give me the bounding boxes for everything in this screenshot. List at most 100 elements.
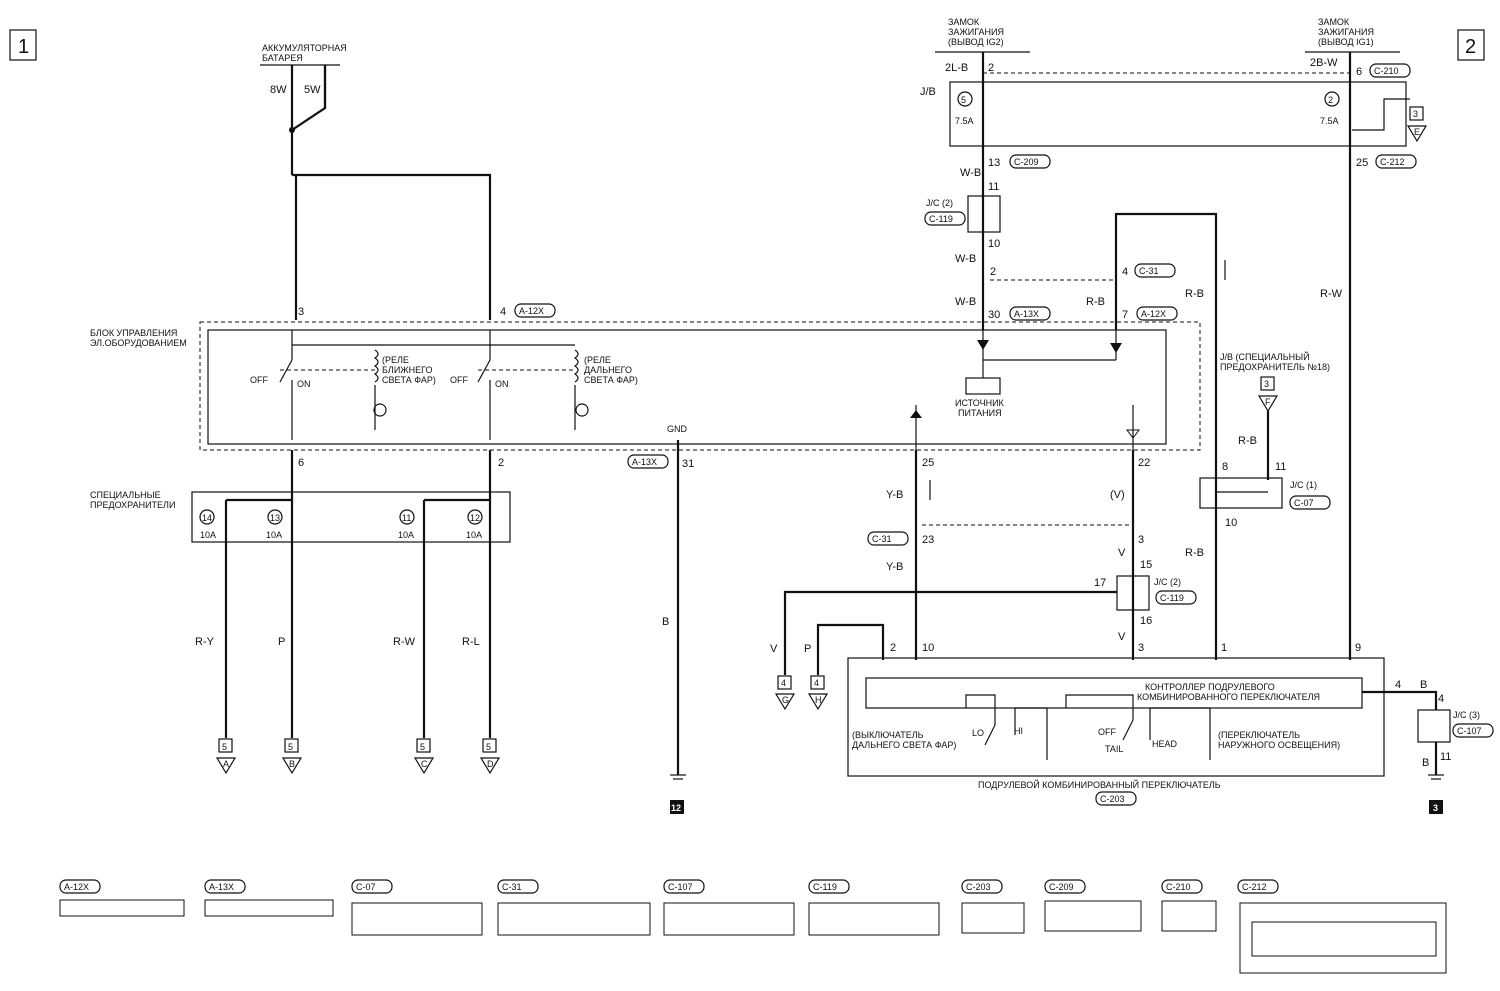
pinout-c209-label: C-209	[1049, 882, 1074, 892]
pinout-c119-label: C-119	[813, 882, 837, 892]
pin-15: 15	[1140, 559, 1152, 571]
connector-a13x-gnd-badge	[627, 454, 669, 469]
pinout-c107-label: C-107	[668, 882, 693, 892]
ref-a-letter: A	[223, 759, 229, 769]
ig2-label-2: ЗАЖИГАНИЯ	[948, 27, 1004, 37]
ref-d-letter: D	[487, 759, 494, 769]
ref-a-box	[218, 738, 233, 753]
pinout-c210-label: C-210	[1166, 882, 1191, 892]
wire-2bw: 2B-W	[1310, 57, 1338, 69]
ref-f-box	[1260, 376, 1275, 391]
jc1-box	[1199, 477, 1283, 509]
battery-to-pin4	[292, 173, 492, 320]
pin-2-c31: 2	[990, 266, 996, 278]
ref-c: 5 C	[413, 738, 435, 775]
pinout-c212: C-212	[1237, 879, 1447, 974]
ref-b-num: 5	[288, 742, 293, 752]
pin-11-jc1: 11	[1275, 461, 1286, 473]
fuse-5-rating: 7.5A	[955, 116, 974, 126]
connector-a12x-right-badge	[1136, 306, 1178, 321]
pin-13: 13	[988, 157, 1000, 169]
wire-b-jc3: B	[1422, 757, 1429, 769]
sw1-blade	[279, 359, 293, 383]
relay-low-label-2: БЛИЖНЕГО	[382, 365, 432, 375]
pinout-c31-label: C-31	[502, 882, 522, 892]
control-unit-label-1: БЛОК УПРАВЛЕНИЯ	[90, 328, 177, 338]
sw2-off: OFF	[450, 375, 468, 385]
fuse-2-rating: 7.5A	[1320, 116, 1339, 126]
pinout-c07-label: C-07	[356, 882, 376, 892]
pinout-c107: C-107	[663, 879, 795, 936]
pin-10-jc1: 10	[1225, 517, 1237, 529]
connector-c31-top: C-31	[1139, 266, 1159, 276]
connector-c119-mid-badge	[1155, 590, 1197, 605]
ref-b-box	[284, 738, 299, 753]
ref-e-letter: E	[1414, 127, 1420, 137]
wire-rb-4: R-B	[1185, 547, 1204, 559]
wire-yb-1: Y-B	[886, 489, 903, 501]
wire-rb-3: R-B	[1238, 435, 1257, 447]
ground-ref-12: 12	[671, 803, 681, 813]
control-unit-label-2: ЭЛ.ОБОРУДОВАНИЕМ	[90, 338, 187, 348]
ref-b-triangle	[281, 757, 303, 775]
jb-ref-e-wire	[1352, 98, 1410, 131]
wire-v-branch-label: V	[770, 643, 778, 655]
hi-label: HI	[1014, 726, 1023, 736]
pinout-c07-body	[351, 902, 483, 936]
pinout-c07-badge	[351, 879, 393, 894]
high-beam-return	[1014, 707, 1048, 760]
wire-v-paren: (V)	[1110, 489, 1125, 501]
ref-h-triangle	[807, 693, 829, 711]
pin-4-top: 4	[500, 306, 506, 318]
pin-3-top: 3	[298, 306, 304, 318]
fuse-11-num: 11	[402, 513, 411, 523]
pinout-c209-body	[1044, 900, 1142, 932]
pinout-c107-badge	[663, 879, 705, 894]
pin-1-combo: 1	[1221, 642, 1227, 654]
lo-label: LO	[972, 728, 984, 738]
connector-c119-top: C-119	[929, 214, 953, 224]
pinout-a13x: A-13X	[204, 879, 334, 917]
jc3-label: J/C (3)	[1453, 710, 1480, 720]
sw2-on: ON	[495, 379, 509, 389]
fuse-5-badge	[957, 91, 973, 107]
ig2-label-3: (ВЫВОД IG2)	[948, 37, 1004, 47]
pin-30: 30	[988, 309, 1000, 321]
pin-4-jc3: 4	[1438, 693, 1444, 705]
connector-c119-top-badge	[924, 211, 966, 226]
jc3-box	[1417, 709, 1451, 743]
pinout-c07: C-07	[351, 879, 483, 936]
wire-rw-label: R-W	[393, 636, 416, 648]
fuse-14-rating: 10A	[200, 530, 216, 540]
pinout-c210-badge	[1161, 879, 1203, 894]
pin-31: 31	[682, 458, 694, 470]
control-unit-outline	[199, 321, 1201, 451]
fuse-2-num: 2	[1328, 95, 1333, 105]
ground-ref-3-box	[1429, 800, 1443, 814]
battery-label-2: БАТАРЕЯ	[262, 53, 303, 63]
pin-2-ig2: 2	[988, 62, 994, 74]
page-number-left: 1	[18, 36, 29, 58]
pinout-a12x-label: A-12X	[64, 882, 89, 892]
fuse-2-badge	[1324, 91, 1340, 107]
wire-ry-label: R-Y	[195, 636, 215, 648]
connector-c107-badge	[1452, 723, 1494, 738]
wire-b-out	[1362, 690, 1438, 710]
connector-c119-mid: C-119	[1160, 593, 1184, 603]
ref-g-num: 4	[781, 678, 786, 688]
ref-b-letter: B	[289, 759, 295, 769]
ref-f-letter: F	[1265, 397, 1271, 407]
pin-4-c31: 4	[1122, 266, 1128, 278]
ref-c-num: 5	[420, 742, 425, 752]
page-marker-right	[1457, 29, 1485, 61]
pinout-c209: C-209	[1044, 879, 1142, 932]
pinout-a13x-label: A-13X	[209, 882, 234, 892]
connector-c203-badge	[1095, 791, 1137, 806]
fuse-5-num: 5	[961, 95, 966, 105]
pinout-c210-body	[1161, 900, 1217, 932]
pinout-c203-label: C-203	[966, 882, 991, 892]
wire-rb-2: R-B	[1185, 288, 1204, 300]
pinout-a12x-body	[59, 899, 185, 917]
ref-e-num: 3	[1413, 109, 1418, 119]
